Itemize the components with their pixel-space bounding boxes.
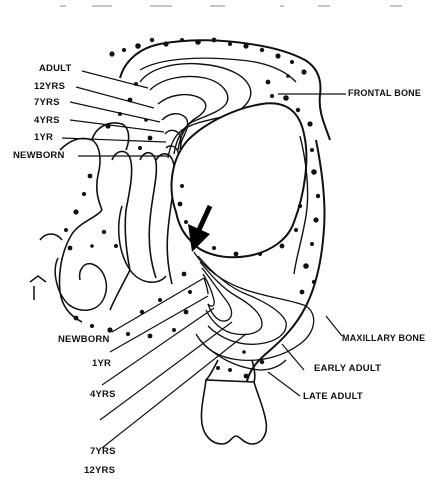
label-newborn-top: NEWBORN — [13, 151, 65, 161]
label-7yrs-bottom: 7YRS — [90, 447, 116, 457]
label-frontal-bone: FRONTAL BONE — [348, 89, 421, 98]
tooth — [201, 360, 266, 444]
label-7yrs-top: 7YRS — [34, 98, 60, 108]
label-maxillary-bone: MAXILLARY BONE — [342, 334, 425, 343]
label-1yr-bottom: 1YR — [92, 359, 111, 369]
label-newborn-bottom: NEWBORN — [58, 335, 110, 345]
label-12yrs-bottom: 12YRS — [84, 466, 115, 476]
frontal-bone-inner-line — [140, 58, 296, 82]
label-adult-top: ADULT — [39, 64, 71, 74]
maxillary-late-adult — [200, 340, 286, 370]
label-4yrs-top: 4YRS — [34, 116, 60, 126]
turbinates — [30, 206, 166, 310]
label-4yrs-bottom: 4YRS — [90, 390, 116, 400]
maxillary-sinus-growth-contours — [194, 252, 314, 370]
label-early-adult: EARLY ADULT — [314, 364, 381, 374]
label-late-adult: LATE ADULT — [303, 392, 363, 402]
leader-lines-top-left — [62, 71, 168, 156]
label-12yrs-top: 12YRS — [34, 82, 65, 92]
maxillary-7yrs — [200, 262, 262, 335]
leader-lines-right — [268, 316, 342, 396]
label-1yr-top: 1YR — [34, 133, 53, 143]
